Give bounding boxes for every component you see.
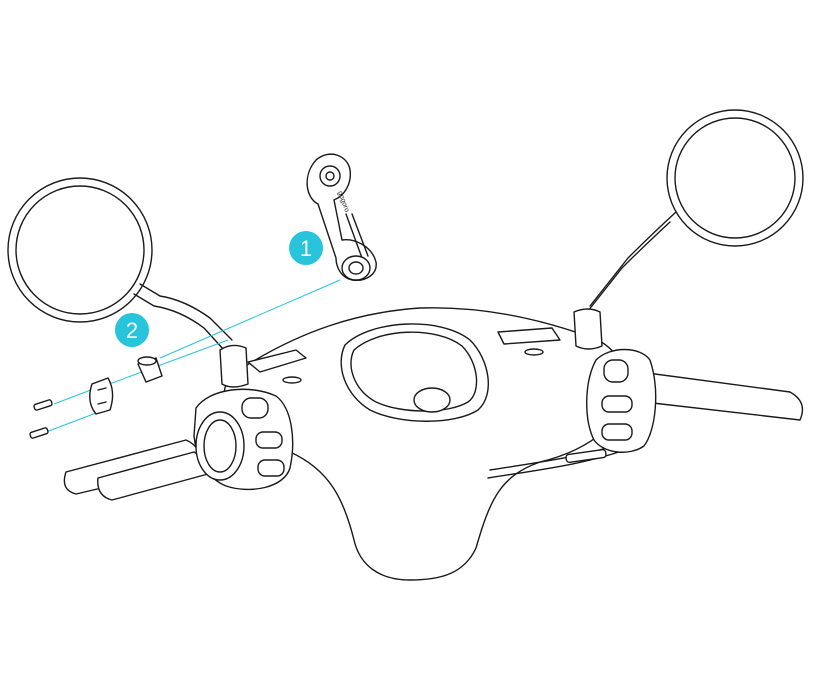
mount-clamp: [89, 377, 114, 415]
screw-bottom: [29, 427, 49, 439]
callout-number-1: 1: [300, 236, 312, 261]
right-handlebar: [586, 348, 804, 453]
left-handlebar: [63, 388, 294, 501]
callout-badge-2: 2: [115, 313, 149, 347]
right-mirror: [583, 109, 804, 317]
assembly-guide-lines: [45, 279, 341, 433]
mount-brand-label: gogoro: [336, 190, 350, 213]
right-mirror-stem: [573, 308, 603, 350]
callout-badge-1: 1: [289, 231, 323, 265]
rubber-spacer: [137, 356, 163, 383]
phone-mount-arm: gogoro: [306, 153, 377, 281]
screw-top: [33, 399, 53, 411]
left-mirror: [7, 177, 233, 351]
left-mirror-stem: [219, 344, 249, 388]
callout-number-2: 2: [126, 318, 138, 343]
